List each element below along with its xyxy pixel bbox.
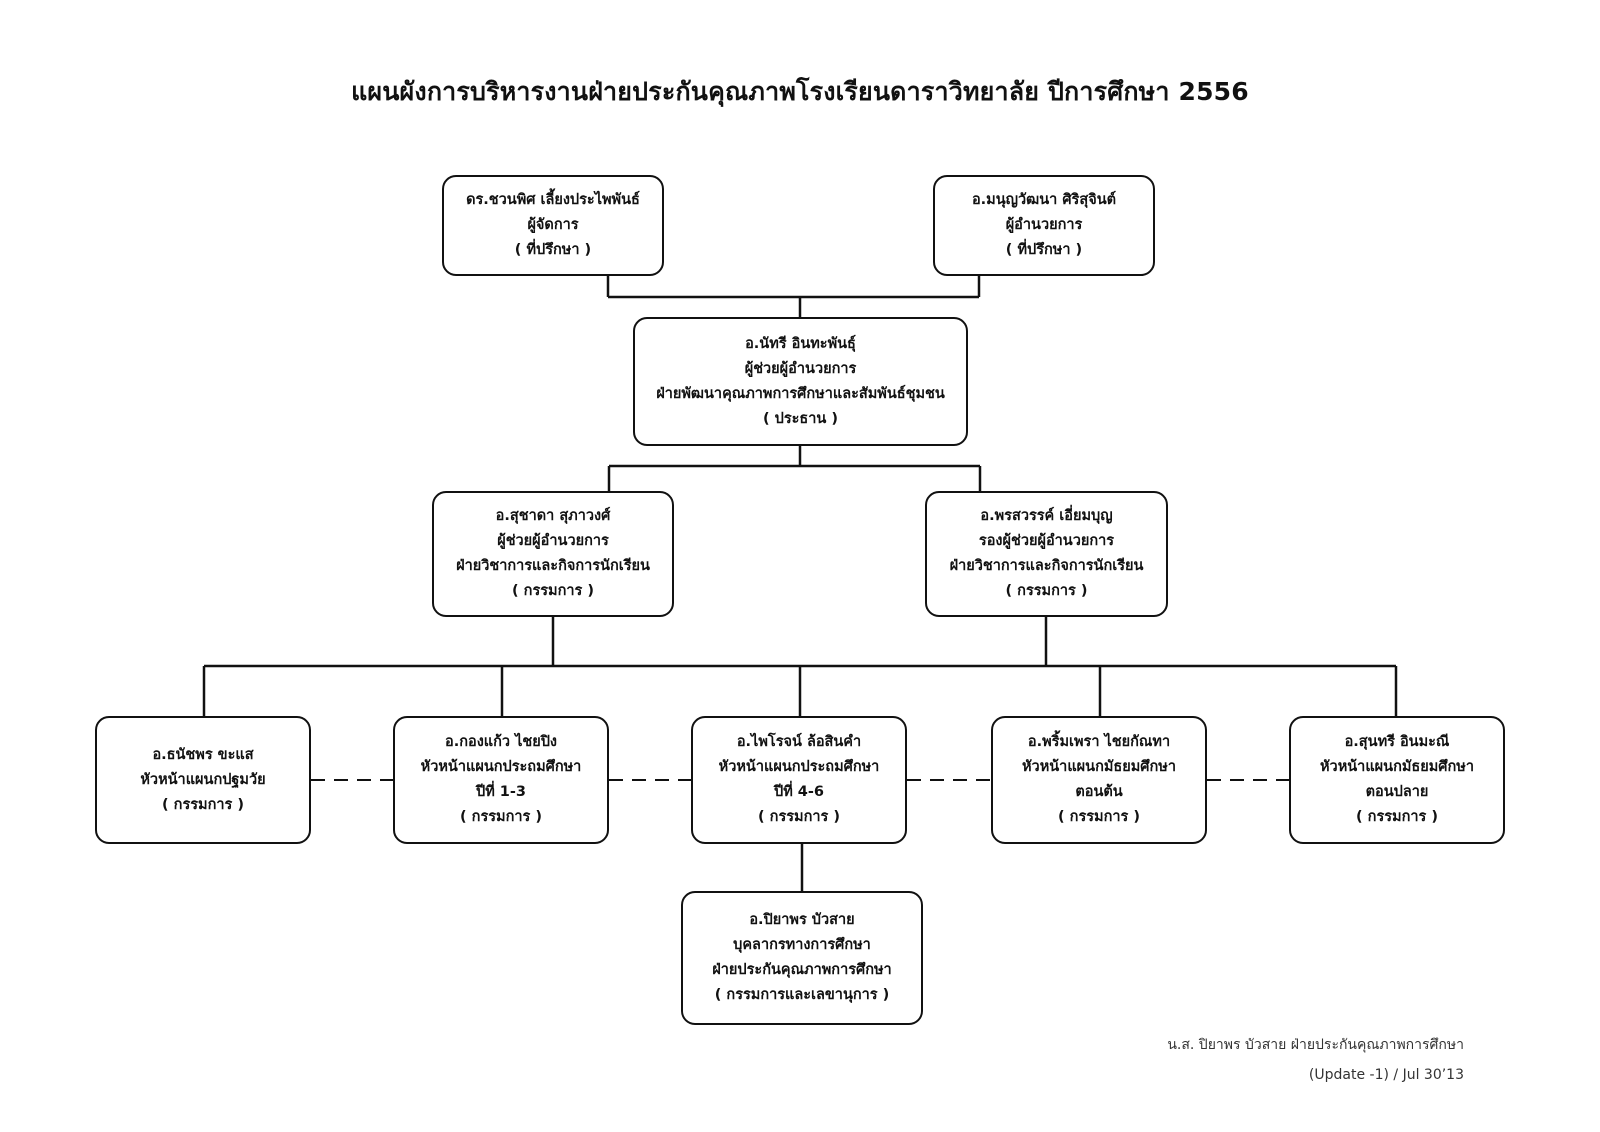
role-label: ( กรรมการ ) (1005, 583, 1088, 599)
chart-title: แผนผังการบริหารงานฝ่ายประกันคุณภาพโรงเรี… (351, 77, 1249, 106)
footer-update: (Update -1) / Jul 30’13 (1308, 1067, 1464, 1083)
person-name: ดร.ชวนพิศ เลี้ยงประไพพันธ์ (466, 192, 640, 208)
node-head-primary-1-3: อ.กองแก้ว ไชยปิง หัวหน้าแผนกประถมศึกษา ป… (393, 716, 609, 844)
node-secretary: อ.ปิยาพร บัวสาย บุคลากรทางการศึกษา ฝ่ายป… (681, 891, 923, 1025)
node-advisor-director: อ.มนุญวัฒนา ศิริสุจินต์ ผู้อำนวยการ ( ที… (933, 175, 1155, 276)
role-label: ( ที่ปรึกษา ) (514, 242, 592, 258)
node-advisor-manager: ดร.ชวนพิศ เลี้ยงประไพพันธ์ ผู้จัดการ ( ท… (442, 175, 664, 276)
role-label: ( ประธาน ) (762, 410, 839, 427)
person-name: อ.ธนัชพร ขะแส (152, 746, 254, 763)
person-name: อ.นัทรี อินทะพันธุ์ (745, 335, 856, 352)
position-label: หัวหน้าแผนกประถมศึกษา (420, 759, 582, 775)
position-label: หัวหน้าแผนกมัธยมศึกษา (1022, 759, 1176, 775)
node-head-primary-4-6: อ.ไพโรจน์ ล้อสินคำ หัวหน้าแผนกประถมศึกษา… (691, 716, 907, 844)
person-name: อ.กองแก้ว ไชยปิง (444, 734, 557, 750)
level-label: ตอนปลาย (1365, 784, 1429, 800)
department-label: ฝ่ายประกันคุณภาพการศึกษา (712, 962, 892, 978)
node-committee-right: อ.พรสวรรค์ เอี่ยมบุญ รองผู้ช่วยผู้อำนวยก… (925, 491, 1168, 617)
person-name: อ.สุชาดา สุภาวงศ์ (495, 508, 611, 524)
level-label: ปีที่ 4-6 (773, 784, 824, 800)
person-name: อ.พริ้มเพรา ไชยกัณทา (1027, 734, 1171, 750)
role-label: ( กรรมการ ) (758, 809, 840, 825)
footer-note: น.ส. ปิยาพร บัวสาย ฝ่ายประกันคุณภาพการศึ… (1167, 1030, 1464, 1090)
position-label: ผู้จัดการ (527, 217, 579, 233)
role-label: ( กรรมการ ) (512, 583, 594, 599)
role-label: ( กรรมการ ) (1356, 809, 1438, 825)
department-label: ฝ่ายวิชาการและกิจการนักเรียน (949, 558, 1144, 574)
node-head-lower-secondary: อ.พริ้มเพรา ไชยกัณทา หัวหน้าแผนกมัธยมศึก… (991, 716, 1207, 844)
position-label: ผู้อำนวยการ (1005, 217, 1083, 233)
person-name: อ.พรสวรรค์ เอี่ยมบุญ (980, 508, 1113, 524)
position-label: ผู้ช่วยผู้อำนวยการ (497, 533, 609, 549)
position-label: หัวหน้าแผนกมัธยมศึกษา (1320, 759, 1474, 775)
level-label: ปีที่ 1-3 (475, 784, 526, 800)
role-label: ( กรรมการ ) (162, 796, 244, 813)
position-label: หัวหน้าแผนกปฐมวัย (140, 771, 266, 788)
person-name: อ.สุนทรี อินมะณี (1344, 734, 1450, 750)
position-label: บุคลากรทางการศึกษา (733, 937, 871, 953)
node-head-upper-secondary: อ.สุนทรี อินมะณี หัวหน้าแผนกมัธยมศึกษา ต… (1289, 716, 1505, 844)
department-label: ฝ่ายวิชาการและกิจการนักเรียน (456, 558, 650, 574)
person-name: อ.ไพโรจน์ ล้อสินคำ (736, 734, 862, 750)
node-chairman: อ.นัทรี อินทะพันธุ์ ผู้ช่วยผู้อำนวยการ ฝ… (633, 317, 968, 446)
level-label: ตอนต้น (1075, 784, 1123, 800)
role-label: ( ที่ปรึกษา ) (1005, 242, 1083, 258)
position-label: รองผู้ช่วยผู้อำนวยการ (978, 533, 1115, 549)
node-committee-left: อ.สุชาดา สุภาวงศ์ ผู้ช่วยผู้อำนวยการ ฝ่า… (432, 491, 674, 617)
person-name: อ.ปิยาพร บัวสาย (749, 912, 855, 928)
role-label: ( กรรมการ ) (1058, 809, 1140, 825)
role-label: ( กรรมการ ) (460, 809, 542, 825)
person-name: อ.มนุญวัฒนา ศิริสุจินต์ (971, 192, 1117, 208)
role-label: ( กรรมการและเลขานุการ ) (714, 987, 890, 1003)
department-label: ฝ่ายพัฒนาคุณภาพการศึกษาและสัมพันธ์ชุมชน (656, 385, 945, 402)
position-label: หัวหน้าแผนกประถมศึกษา (718, 759, 880, 775)
footer-author: น.ส. ปิยาพร บัวสาย ฝ่ายประกันคุณภาพการศึ… (1167, 1037, 1464, 1053)
position-label: ผู้ช่วยผู้อำนวยการ (744, 360, 857, 377)
node-head-kindergarten: อ.ธนัชพร ขะแส หัวหน้าแผนกปฐมวัย ( กรรมกา… (95, 716, 311, 844)
